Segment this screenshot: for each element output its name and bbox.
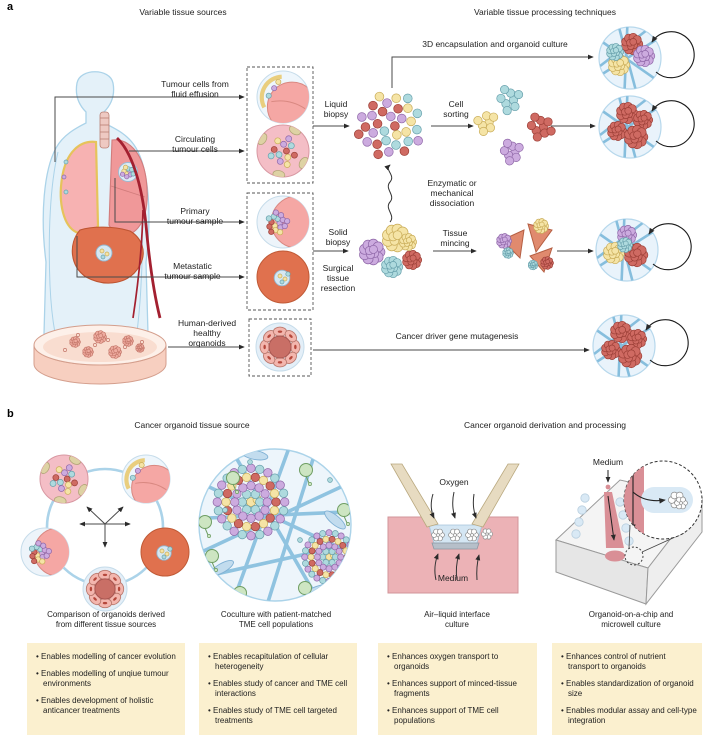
label-oxygen: Oxygen (439, 477, 469, 487)
note-bullet: Enhances control of nutrient transport t… (561, 652, 697, 672)
caption-organoid-on-chip: Organoid-on-a-chip and microwell culture (588, 610, 674, 630)
label-solid-biopsy: Solid biopsy (325, 227, 351, 248)
note-box-coculture: Enables recapitulation of cellular heter… (199, 643, 357, 735)
note-list: Enhances oxygen transport to organoids E… (378, 643, 537, 726)
label-primary-tumour-sample: Primary tumour sample (166, 206, 224, 227)
note-box-tissue-source-comparison: Enables modelling of cancer evolution En… (27, 643, 185, 735)
note-bullet: Enhances oxygen transport to organoids (387, 652, 532, 672)
connector-arrows (54, 54, 596, 353)
panel-a-label: a (7, 1, 14, 13)
label-chip-medium: Medium (592, 457, 624, 467)
note-bullet: Enables modelling of unqiue tumour envir… (36, 669, 180, 689)
label-circulating-tumour-cells: Circulating tumour cells (172, 134, 218, 155)
caption-comparison-organoids: Comparison of organoids derived from dif… (47, 610, 165, 630)
header-cancer-organoid-tissue-source: Cancer organoid tissue source (134, 420, 250, 430)
note-box-organoid-chip: Enhances control of nutrient transport t… (552, 643, 702, 735)
note-list: Enhances control of nutrient transport t… (552, 643, 702, 726)
label-liquid-biopsy: Liquid biopsy (323, 99, 349, 120)
air-liquid-interface-illustration (387, 463, 520, 594)
coculture-illustration (198, 448, 352, 602)
label-cancer-driver-gene-mutagenesis: Cancer driver gene mutagenesis (395, 331, 519, 341)
header-variable-tissue-processing: Variable tissue processing techniques (473, 7, 617, 17)
note-bullet: Enables modelling of cancer evolution (36, 652, 180, 662)
human-torso-illustration (42, 71, 162, 335)
panel-b-label: b (7, 408, 14, 420)
note-bullet: Enables recapitulation of cellular heter… (208, 652, 352, 672)
note-bullet: Enables study of TME cell targeted treat… (208, 706, 352, 726)
organoid-chip-illustration (555, 460, 703, 606)
label-human-derived-healthy-organoids: Human-derived healthy organoids (177, 318, 237, 349)
label-metastatic-tumour-sample: Metastatic tumour sample (164, 261, 221, 282)
note-list: Enables modelling of cancer evolution En… (27, 643, 185, 716)
label-tumour-cells-fluid-effusion: Tumour cells from fluid effusion (161, 79, 229, 100)
header-cancer-organoid-derivation: Cancer organoid derivation and processin… (463, 420, 627, 430)
label-surgical-tissue-resection: Surgical tissue resection (320, 263, 356, 294)
note-list: Enables recapitulation of cellular heter… (199, 643, 357, 726)
note-box-air-liquid-interface: Enhances oxygen transport to organoids E… (378, 643, 537, 735)
label-enzymatic-mechanical-dissociation: Enzymatic or mechanical dissociation (427, 178, 477, 209)
note-bullet: Enables development of holistic anticanc… (36, 696, 180, 716)
note-bullet: Enables standardization of organoid size (561, 679, 697, 699)
note-bullet: Enhances support of minced-tissue fragme… (387, 679, 532, 699)
caption-coculture-tme: Coculture with patient-matched TME cell … (220, 610, 332, 630)
label-tissue-mincing: Tissue mincing (440, 228, 470, 249)
organoid-culture-circles (592, 26, 695, 378)
header-variable-tissue-sources: Variable tissue sources (139, 7, 227, 17)
label-cell-sorting: Cell sorting (443, 99, 469, 120)
tissue-source-ring-illustration (20, 454, 190, 612)
note-bullet: Enables modular assay and cell-type inte… (561, 706, 697, 726)
note-bullet: Enhances support of TME cell populations (387, 706, 532, 726)
note-bullet: Enables study of cancer and TME cell int… (208, 679, 352, 699)
petri-dish-illustration (33, 324, 167, 385)
dissociated-cell-clusters (353, 85, 556, 279)
tissue-sample-circles (246, 66, 314, 377)
label-3d-encapsulation: 3D encapsulation and organoid culture (422, 39, 568, 49)
caption-air-liquid-interface: Air–liquid interface culture (424, 610, 490, 630)
label-ali-medium: Medium (437, 573, 469, 583)
